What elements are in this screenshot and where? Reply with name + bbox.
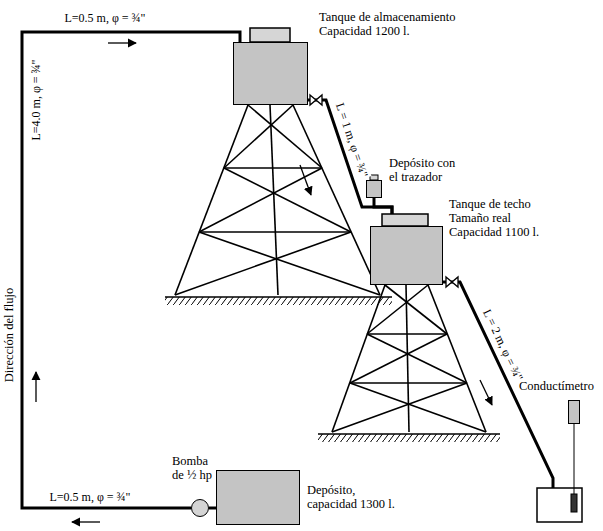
storage-tank: Tanque de almacenamiento Capacidad 1200 … (233, 42, 308, 105)
pipe-label: L=0.5 m, φ = ¾" (63, 11, 146, 25)
flow-arrow (72, 521, 100, 522)
tower-brace (224, 168, 351, 232)
pipe-label: L = 2 m, φ = ¾" (480, 306, 527, 384)
node-label: Tanque de almacenamiento Capacidad 1200 … (319, 10, 469, 38)
measuring-cell (537, 488, 582, 522)
node-label: Conductímetro (519, 379, 594, 393)
roof-tower (332, 285, 486, 432)
tower-bar (224, 167, 322, 169)
ground-hatch (165, 297, 392, 305)
flow-arrow (300, 165, 311, 195)
valve-symbol (310, 95, 322, 105)
flow-arrow (480, 380, 492, 405)
tower-brace (332, 383, 467, 432)
pump: Bomba de ½ hp (191, 499, 209, 517)
node-label: Tanque de techo Tamaño real Capacidad 11… (449, 197, 549, 239)
pipe (443, 282, 553, 505)
ground-hatch (318, 434, 500, 442)
pipe (22, 32, 240, 508)
pipe-label: L = 1 m, φ = ¾" (333, 100, 372, 180)
tower-brace (199, 168, 322, 232)
pipe (308, 100, 392, 226)
flow-arrows (36, 43, 492, 522)
tower-brace (350, 383, 486, 432)
tank-lid (250, 28, 290, 42)
tower-bar (350, 382, 467, 384)
tower-brace (199, 232, 380, 295)
pipe-label: L=4.0 m, φ = ¾" (29, 58, 43, 141)
tower-leg (428, 285, 486, 432)
tracer-reservoir: Depósito con el trazador (366, 180, 382, 198)
tower-brace (367, 334, 467, 383)
roof-tank: Tanque de techo Tamaño real Capacidad 11… (370, 226, 443, 285)
tower-post (406, 285, 409, 432)
tower-brace (350, 334, 447, 383)
tower-brace (224, 105, 293, 168)
tower-leg (175, 105, 248, 295)
pipe-label: Dirección del flujo (2, 287, 16, 383)
flow-arrow (35, 372, 36, 402)
node-label: Depósito con el trazador (389, 156, 461, 184)
tank-lid (382, 214, 428, 226)
flow-arrow (108, 42, 136, 43)
conductivity-meter: Conductímetro (568, 400, 580, 424)
pipe (209, 507, 216, 510)
pipe-label: L=0.5 m, φ = ¾" (48, 490, 131, 504)
supply-tank: Depósito, capacidad 1300 l. (216, 470, 300, 525)
tower-brace (175, 232, 351, 295)
conductivity-probe (571, 494, 577, 512)
node-label: Bomba de ½ hp (172, 454, 218, 482)
tower-bar (199, 231, 351, 233)
valve-symbol (446, 277, 458, 287)
node-label: Depósito, capacidad 1300 l. (307, 483, 403, 511)
tower-leg (293, 105, 380, 295)
tower-bar (367, 333, 447, 335)
tower-leg (332, 285, 385, 432)
tower-brace (385, 285, 447, 334)
sensor-wire (574, 424, 575, 494)
tower-post (270, 105, 278, 295)
tower-brace (367, 285, 428, 334)
